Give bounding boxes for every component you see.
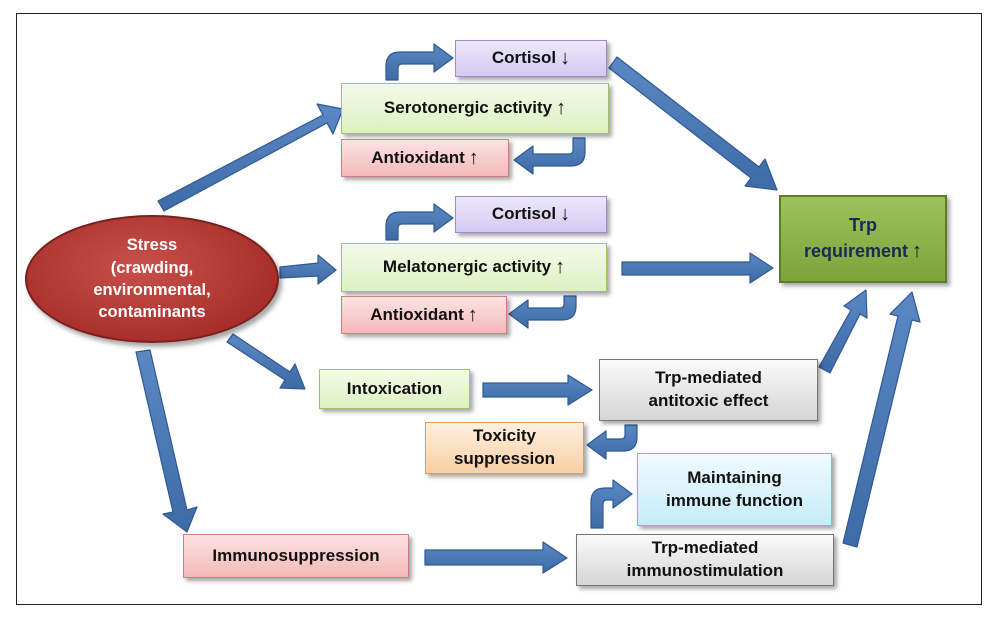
serotonergic-label: Serotonergic activity: [383, 98, 553, 118]
arrow-stress-immunosuppression: [135, 349, 198, 533]
cortisol-box-1: Cortisol ↓: [455, 40, 607, 77]
down-arrow-icon: ↓: [560, 47, 571, 69]
up-arrow-icon: ↑: [467, 303, 478, 326]
arrow-immunostim-trp: [842, 291, 921, 548]
antioxidant-label: Antioxidant: [370, 304, 464, 324]
arrow-intoxication-antitoxic: [482, 374, 593, 406]
cortisol-box-2: Cortisol ↓: [455, 196, 607, 233]
toxicity-line: suppression: [453, 449, 556, 468]
trp-antitoxic-line: Trp-mediated: [655, 368, 762, 388]
trp-immunostim-box: Trp-mediated immunostimulation: [576, 534, 834, 586]
immunosuppression-box: Immunosuppression: [183, 534, 409, 578]
toxicity-box: Toxicity suppression: [425, 422, 584, 474]
cortisol-label: Cortisol: [491, 204, 557, 224]
melatonergic-label: Melatonergic activity: [382, 257, 552, 277]
arrow-cortisol-trp: [608, 56, 778, 191]
trp-antitoxic-box: Trp-mediated antitoxic effect: [599, 359, 818, 421]
arrow-melatonergic-cortisol: [385, 203, 454, 241]
stress-line: Stress: [126, 236, 178, 255]
up-arrow-icon: ↑: [468, 146, 479, 169]
stress-line: (crawding,: [110, 258, 194, 277]
up-arrow-icon: ↑: [912, 239, 923, 262]
down-arrow-icon: ↓: [560, 203, 571, 225]
immune-function-box: Maintaining immune function: [637, 453, 832, 526]
stress-line: environmental,: [93, 281, 211, 299]
toxicity-line: Toxicity: [473, 426, 536, 446]
immune-function-line: Maintaining: [687, 467, 782, 487]
arrow-stress-intoxication: [226, 333, 306, 390]
antioxidant-box-2: Antioxidant ↑: [341, 296, 507, 334]
arrow-melatonergic-antioxidant: [508, 295, 577, 329]
arrow-melatonergic-trp: [621, 252, 774, 284]
up-arrow-icon: ↑: [556, 97, 567, 119]
trp-requirement-line: Trp: [848, 215, 877, 236]
arrow-serotonergic-cortisol: [385, 43, 454, 81]
intoxication-box: Intoxication: [319, 369, 470, 409]
immune-function-line: immune function: [666, 490, 803, 510]
arrow-stress-serotonergic: [157, 103, 344, 212]
melatonergic-box: Melatonergic activity ↑: [341, 243, 607, 292]
trp-requirement-line: requirement: [803, 240, 909, 261]
arrow-immunosuppression-immunostim: [424, 541, 568, 574]
immunosuppression-label: Immunosuppression: [212, 545, 380, 565]
trp-antitoxic-line: antitoxic effect: [648, 391, 769, 410]
intoxication-label: Intoxication: [346, 378, 443, 398]
arrow-serotonergic-antioxidant: [513, 137, 586, 175]
antioxidant-box-1: Antioxidant ↑: [341, 139, 509, 177]
trp-immunostim-line: immunostimulation: [626, 561, 784, 580]
cortisol-label: Cortisol: [491, 48, 557, 68]
arrow-stress-melatonergic: [279, 254, 337, 285]
serotonergic-box: Serotonergic activity ↑: [341, 83, 609, 134]
up-arrow-icon: ↑: [555, 256, 566, 278]
stress-line: contaminants: [98, 303, 206, 322]
arrow-antitoxic-trp: [818, 289, 868, 374]
arrow-immunostim-immune: [590, 479, 633, 529]
trp-immunostim-line: Trp-mediated: [651, 538, 759, 558]
antioxidant-label: Antioxidant: [371, 147, 465, 167]
arrow-antitoxic-toxicity: [586, 424, 638, 460]
trp-requirement-box: Trp requirement↑: [779, 195, 947, 283]
stress-node: Stress (crawding, environmental, contami…: [25, 215, 279, 343]
